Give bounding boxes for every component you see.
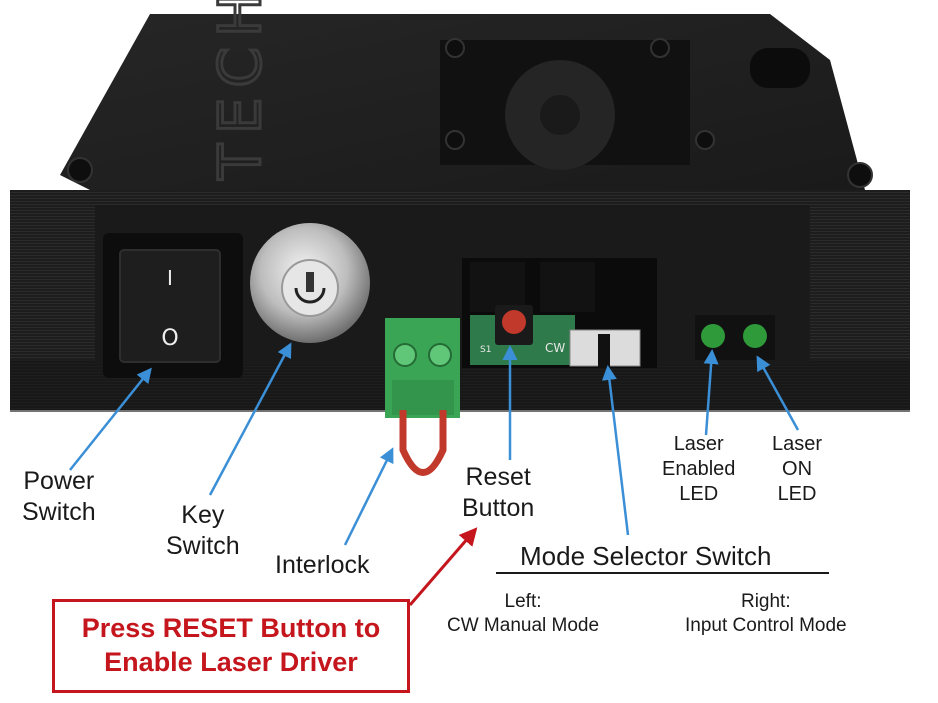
reset-callout: Press RESET Button to Enable Laser Drive… <box>52 599 410 693</box>
arrow-on-led <box>756 355 800 431</box>
reset-cap <box>502 310 526 334</box>
svg-text:CW: CW <box>545 341 565 355</box>
laser-enabled-led <box>701 324 725 348</box>
callout-line-2: Enable Laser Driver <box>104 647 358 677</box>
screw <box>847 162 873 188</box>
arrow-callout <box>408 527 478 606</box>
screw <box>650 38 670 58</box>
mode-right-label: Right:Input Control Mode <box>685 591 847 636</box>
arrow-interlock <box>343 447 394 546</box>
svg-text:JTECH: JTECH <box>206 0 274 210</box>
interlock-loop <box>399 410 447 476</box>
mode-left-label: Left:CW Manual Mode <box>447 591 600 636</box>
mode-selector-title: Mode Selector Switch <box>520 541 772 571</box>
screw <box>445 130 465 150</box>
power-switch-rocker <box>119 249 221 363</box>
arrow-power <box>69 367 152 471</box>
switch-off-mark: O <box>161 326 178 351</box>
screw <box>695 130 715 150</box>
screw <box>67 157 93 183</box>
callout-line-1: Press RESET Button to <box>81 613 381 644</box>
svg-text:S1: S1 <box>480 345 491 355</box>
switch-on-mark: I <box>167 266 173 290</box>
arrow-key <box>208 342 292 496</box>
arrow-enabled-led <box>703 349 719 436</box>
vent-slot <box>750 48 810 88</box>
screw <box>445 38 465 58</box>
laser-on-led <box>743 324 767 348</box>
interlock-label: Interlock <box>275 551 370 579</box>
mode-selector-underline <box>496 572 829 574</box>
mode-switch-lever <box>598 334 610 368</box>
arrow-mode <box>601 365 630 536</box>
jtech-logo: JTECH <box>205 0 276 211</box>
pin-header <box>470 262 595 312</box>
